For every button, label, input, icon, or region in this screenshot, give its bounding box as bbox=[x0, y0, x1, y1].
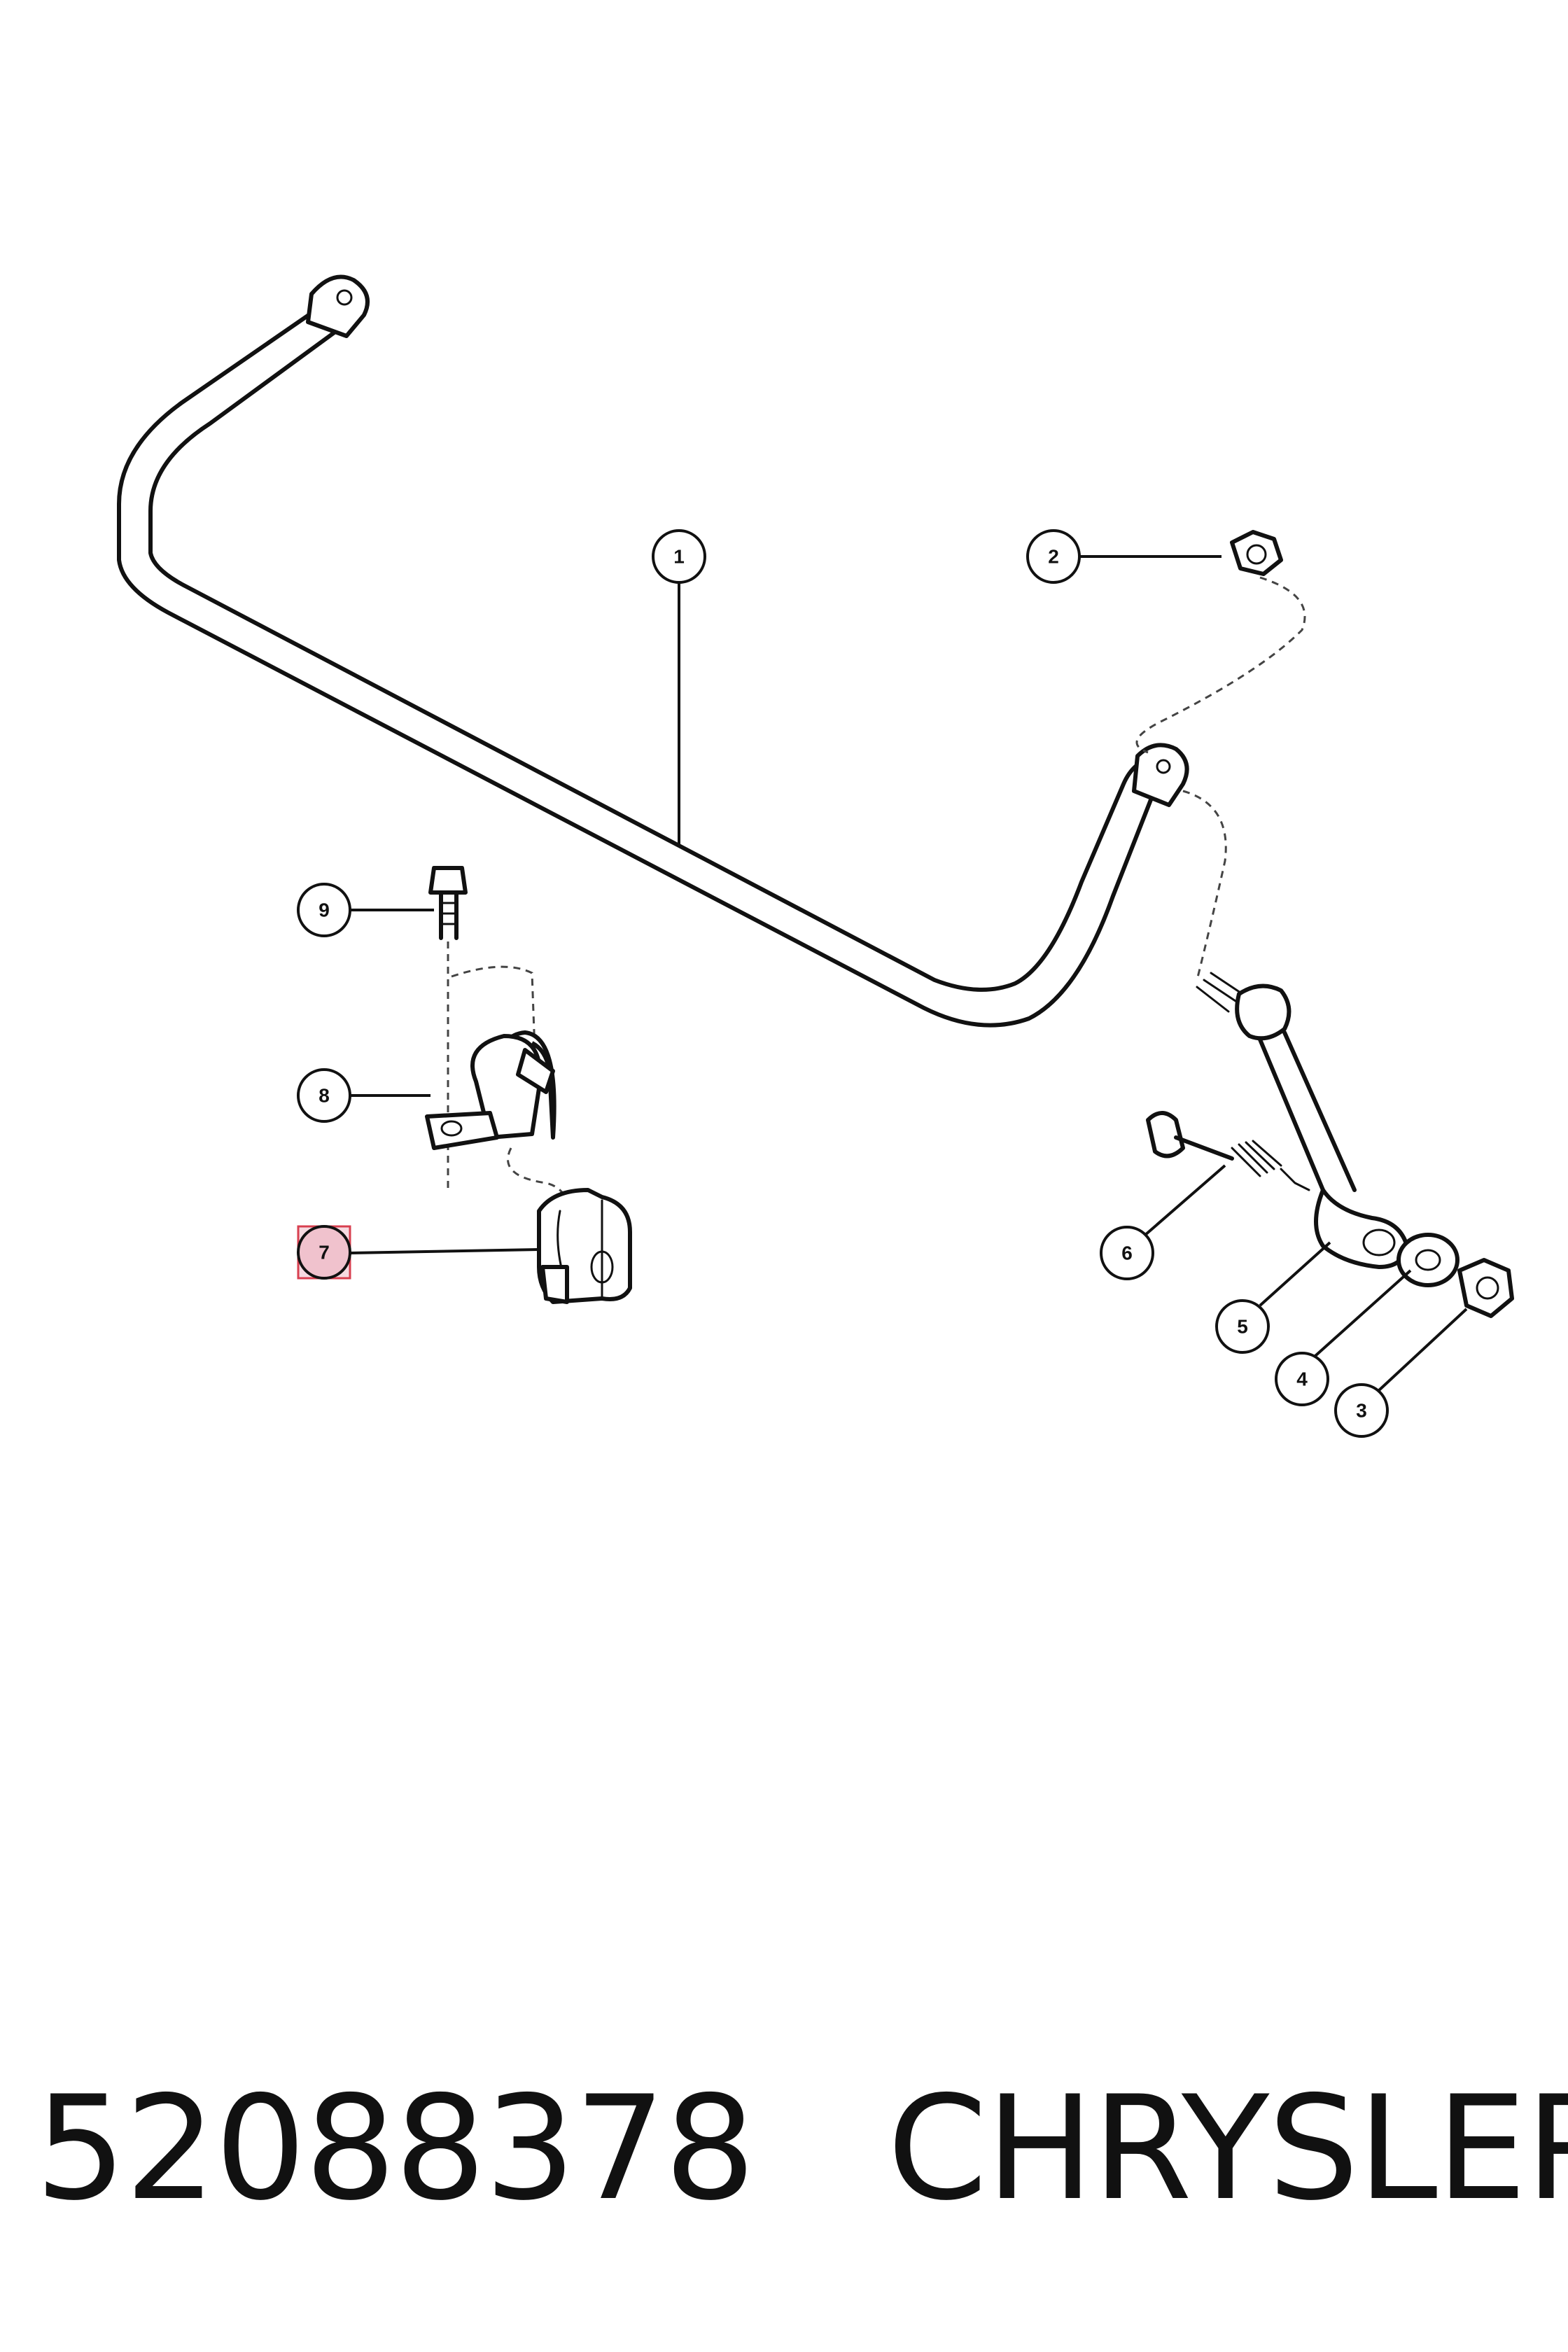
upper-nut bbox=[1230, 530, 1283, 576]
callout-7-label: 7 bbox=[318, 1242, 330, 1264]
callout-8[interactable]: 8 bbox=[297, 1068, 351, 1123]
callout-3[interactable]: 3 bbox=[1334, 1383, 1389, 1438]
callout-6-label: 6 bbox=[1121, 1242, 1133, 1264]
link-bolt bbox=[1146, 1111, 1310, 1191]
callout-7[interactable]: 7 bbox=[297, 1225, 351, 1280]
brand-name: CHRYSLER bbox=[887, 2066, 1568, 2232]
callout-4-label: 4 bbox=[1296, 1368, 1308, 1390]
callout-8-label: 8 bbox=[318, 1085, 330, 1107]
part-caption: 52088378 CHRYSLER bbox=[35, 2058, 1568, 2240]
callout-9-label: 9 bbox=[318, 899, 330, 921]
part-number: 52088378 bbox=[35, 2066, 755, 2232]
callout-4[interactable]: 4 bbox=[1275, 1352, 1329, 1406]
callout-6[interactable]: 6 bbox=[1100, 1226, 1154, 1280]
retainer-bolt bbox=[428, 866, 468, 940]
callout-1-label: 1 bbox=[673, 546, 685, 568]
callout-5-label: 5 bbox=[1237, 1316, 1248, 1338]
callout-2-label: 2 bbox=[1048, 546, 1059, 568]
stabilizer-bar bbox=[117, 274, 1189, 1028]
lower-nut bbox=[1457, 1258, 1514, 1318]
stabilizer-link bbox=[1196, 972, 1409, 1269]
callout-3-label: 3 bbox=[1356, 1400, 1367, 1422]
callout-9[interactable]: 9 bbox=[297, 883, 351, 937]
callout-5[interactable]: 5 bbox=[1215, 1299, 1270, 1354]
stabilizer-bushing bbox=[537, 1188, 632, 1304]
leader-lines bbox=[346, 555, 1468, 1401]
washer bbox=[1396, 1233, 1460, 1287]
bushing-retainer bbox=[425, 1030, 556, 1150]
callout-2[interactable]: 2 bbox=[1026, 529, 1081, 584]
callout-1[interactable]: 1 bbox=[652, 529, 706, 584]
